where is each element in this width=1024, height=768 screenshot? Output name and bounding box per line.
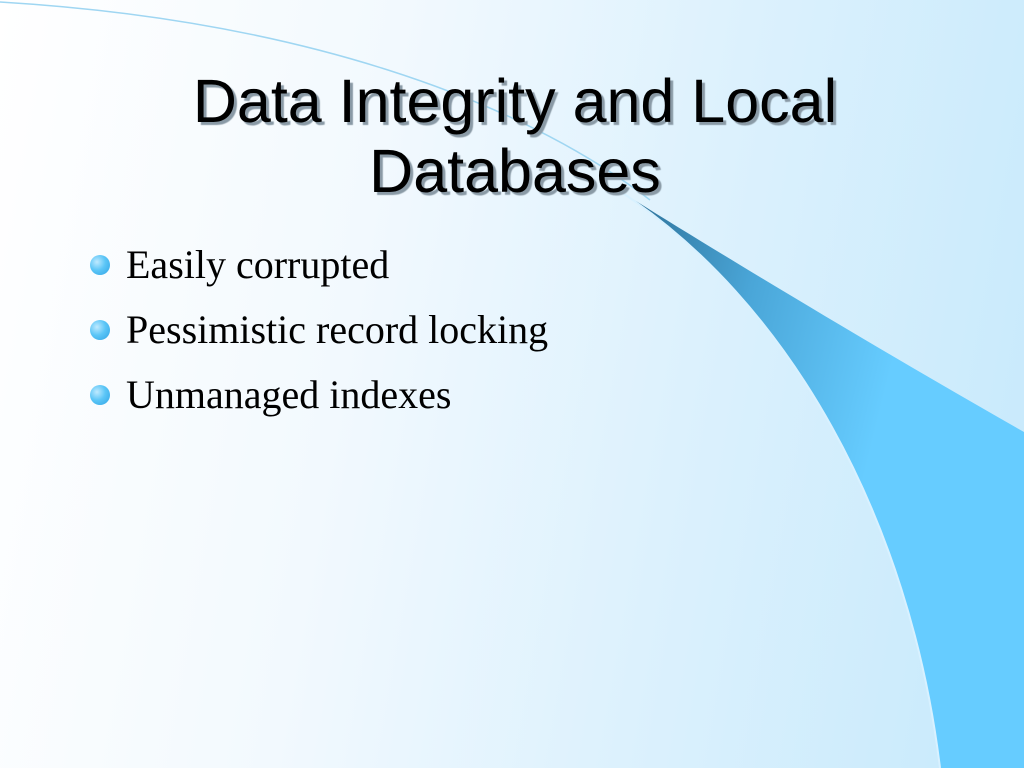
bullet-list: Easily corrupted Pessimistic record lock…: [90, 232, 548, 427]
bullet-text: Easily corrupted: [126, 242, 390, 287]
background-swoosh-highlight: [614, 187, 941, 768]
bullet-text: Pessimistic record locking: [126, 307, 549, 352]
slide-title: Data Integrity and Local Databases: [192, 67, 838, 205]
bullet-item: Easily corrupted: [90, 232, 548, 297]
bullet-item: Pessimistic record locking: [90, 297, 548, 362]
bullet-circle-icon: [90, 384, 110, 405]
bullet-circle-icon: [90, 254, 110, 275]
bullet-text: Unmanaged indexes: [126, 372, 452, 417]
bullet-item: Unmanaged indexes: [90, 362, 548, 427]
background-arc-line: [0, 1, 651, 201]
bullet-circle-icon: [90, 319, 110, 340]
background-swoosh-shape: [615, 188, 1024, 768]
